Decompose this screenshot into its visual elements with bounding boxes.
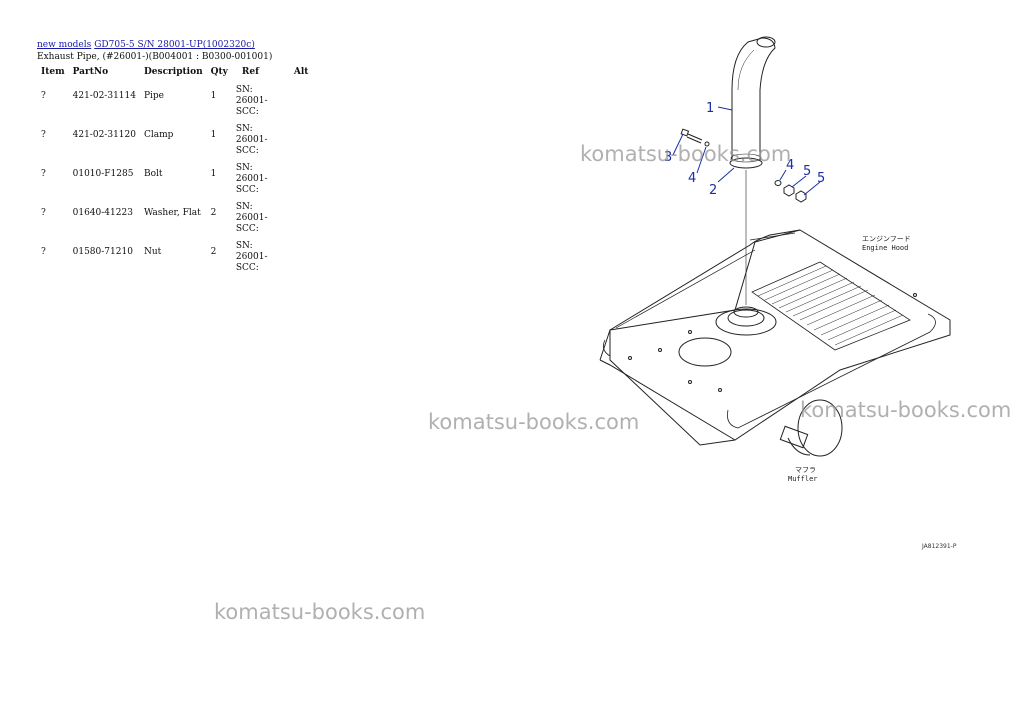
- cell-description: Clamp: [143, 130, 174, 140]
- exhaust-pipe-diagram: 1 2 3 4 4 5 5 エンジンフード Engine Hood マフラ Mu…: [599, 36, 957, 550]
- pipe-part: [731, 37, 776, 160]
- callout-3: 3: [664, 150, 672, 165]
- header-ref: Ref: [241, 67, 259, 77]
- page-subtitle: Exhaust Pipe, (#26001-)(B004001 : B0300-…: [37, 52, 273, 62]
- callout-5-lower: 5: [817, 171, 825, 186]
- muffler-label-jp: マフラ: [795, 466, 816, 474]
- cell-qty: 1: [210, 169, 217, 179]
- cell-item: ?: [41, 91, 46, 101]
- cell-ref: SN: 26001-SCC:: [235, 124, 268, 156]
- cell-alt: [290, 163, 313, 202]
- cell-partno: 421-02-31120: [72, 130, 136, 140]
- header-alt: Alt: [293, 67, 309, 77]
- watermark: komatsu-books.com: [800, 398, 1012, 422]
- breadcrumb-link-new-models[interactable]: new models: [37, 40, 92, 50]
- breadcrumb-link-model[interactable]: GD705-5 S/N 28001-UP(1002320c): [94, 40, 255, 50]
- cell-ref: SN: 26001-SCC:: [235, 241, 268, 273]
- cell-ref: SN: 26001-SCC:: [235, 202, 268, 234]
- table-row: ? 421-02-31120 Clamp 1 SN: 26001-SCC:: [37, 124, 312, 163]
- pipe-outlet: [756, 36, 776, 48]
- watermark: komatsu-books.com: [580, 142, 792, 166]
- clamp-part: [729, 157, 763, 169]
- callout-5-upper: 5: [803, 164, 811, 179]
- engine-hood-label-en: Engine Hood: [862, 244, 908, 252]
- washer-part-right: [774, 180, 782, 186]
- cell-partno: 421-02-31114: [72, 91, 136, 101]
- nut-part-2: [795, 190, 807, 203]
- header-qty: Qty: [210, 67, 228, 77]
- cell-qty: 1: [210, 91, 217, 101]
- engine-hood-part: [599, 229, 951, 446]
- callout-1: 1: [706, 101, 714, 116]
- cell-description: Nut: [143, 247, 162, 257]
- callout-4-left: 4: [688, 171, 696, 186]
- cell-description: Pipe: [143, 91, 164, 101]
- table-row: ? 421-02-31114 Pipe 1 SN: 26001-SCC:: [37, 85, 312, 124]
- cell-item: ?: [41, 169, 46, 179]
- cell-qty: 2: [210, 247, 217, 257]
- header-description: Description: [143, 67, 203, 77]
- cell-description: Bolt: [143, 169, 163, 179]
- cell-item: ?: [41, 208, 46, 218]
- table-header-row: Item PartNo Description Qty Ref Alt: [37, 66, 312, 85]
- watermark: komatsu-books.com: [428, 410, 640, 434]
- table-row: ? 01580-71210 Nut 2 SN: 26001-SCC:: [37, 241, 312, 280]
- table-row: ? 01640-41223 Washer, Flat 2 SN: 26001-S…: [37, 202, 312, 241]
- drawing-code: JA812391-P: [921, 543, 957, 550]
- muffler-part: [779, 399, 843, 457]
- table-row: ? 01010-F1285 Bolt 1 SN: 26001-SCC:: [37, 163, 312, 202]
- callout-4-right: 4: [786, 158, 794, 173]
- muffler-label-en: Muffler: [788, 475, 818, 483]
- cell-partno: 01010-F1285: [72, 169, 134, 179]
- cell-qty: 1: [210, 130, 217, 140]
- bolt-part: [680, 128, 703, 144]
- callout-2: 2: [709, 183, 717, 198]
- watermark: komatsu-books.com: [214, 600, 426, 624]
- cell-alt: [290, 241, 313, 280]
- cell-item: ?: [41, 247, 46, 257]
- cell-description: Washer, Flat: [143, 208, 201, 218]
- cell-alt: [290, 124, 313, 163]
- header-item: Item: [41, 67, 65, 77]
- cell-item: ?: [41, 130, 46, 140]
- cell-ref: SN: 26001-SCC:: [235, 85, 268, 117]
- cell-alt: [290, 202, 313, 241]
- cell-ref: SN: 26001-SCC:: [235, 163, 268, 195]
- cell-partno: 01580-71210: [72, 247, 133, 257]
- washer-part: [704, 141, 710, 147]
- nut-part: [783, 184, 795, 197]
- cell-partno: 01640-41223: [72, 208, 133, 218]
- engine-hood-label-jp: エンジンフード: [862, 235, 911, 243]
- header-partno: PartNo: [72, 67, 109, 77]
- cell-qty: 2: [210, 208, 217, 218]
- cell-alt: [290, 85, 313, 124]
- parts-table: Item PartNo Description Qty Ref Alt ? 42…: [37, 66, 312, 280]
